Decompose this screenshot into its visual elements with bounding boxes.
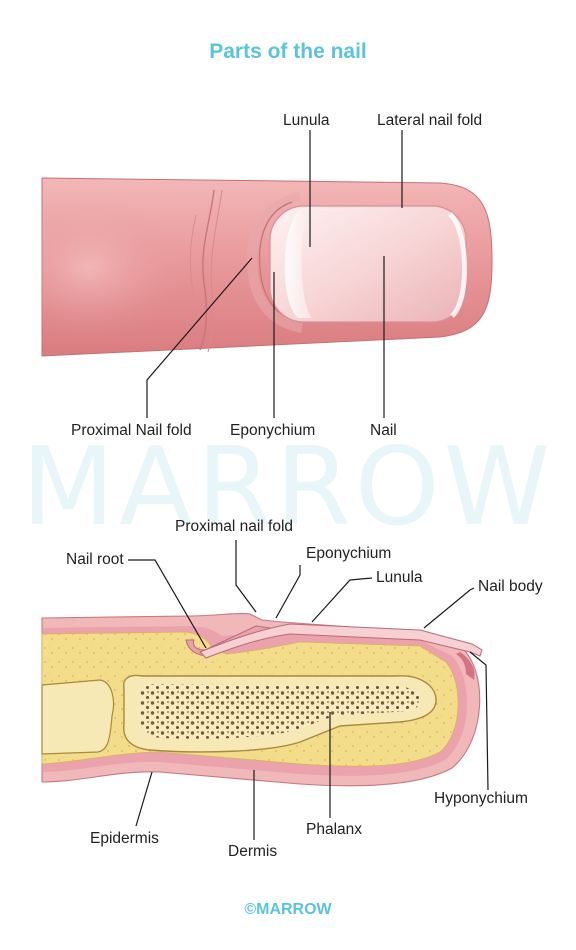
nail-plate-section xyxy=(199,623,483,659)
label-lateral-nail-fold: Lateral nail fold xyxy=(377,112,483,129)
diagram-title: Parts of the nail xyxy=(209,40,367,63)
label-dermis: Dermis xyxy=(228,843,278,860)
label-lunula-top: Lunula xyxy=(283,112,330,129)
label-phalanx: Phalanx xyxy=(306,821,363,838)
label-nail: Nail xyxy=(370,422,397,439)
label-nail-body: Nail body xyxy=(478,578,543,595)
label-proximal-nail-fold-top: Proximal Nail fold xyxy=(71,422,192,439)
top-view-leaders xyxy=(146,130,403,418)
label-nail-root: Nail root xyxy=(66,551,124,568)
label-hyponychium: Hyponychium xyxy=(434,790,528,807)
cross-section-leaders xyxy=(128,540,489,840)
lunula-area xyxy=(284,210,312,318)
label-lunula-section: Lunula xyxy=(376,569,423,586)
copyright-footer: ©MARROW xyxy=(244,901,332,918)
finger-top-view xyxy=(41,177,493,357)
finger-cross-section xyxy=(41,612,483,787)
label-proximal-nail-fold-section: Proximal nail fold xyxy=(175,518,294,535)
watermark-text: MARROW xyxy=(21,425,555,550)
label-epidermis: Epidermis xyxy=(90,830,159,847)
label-eponychium-top: Eponychium xyxy=(230,422,316,439)
label-eponychium-section: Eponychium xyxy=(306,545,392,562)
